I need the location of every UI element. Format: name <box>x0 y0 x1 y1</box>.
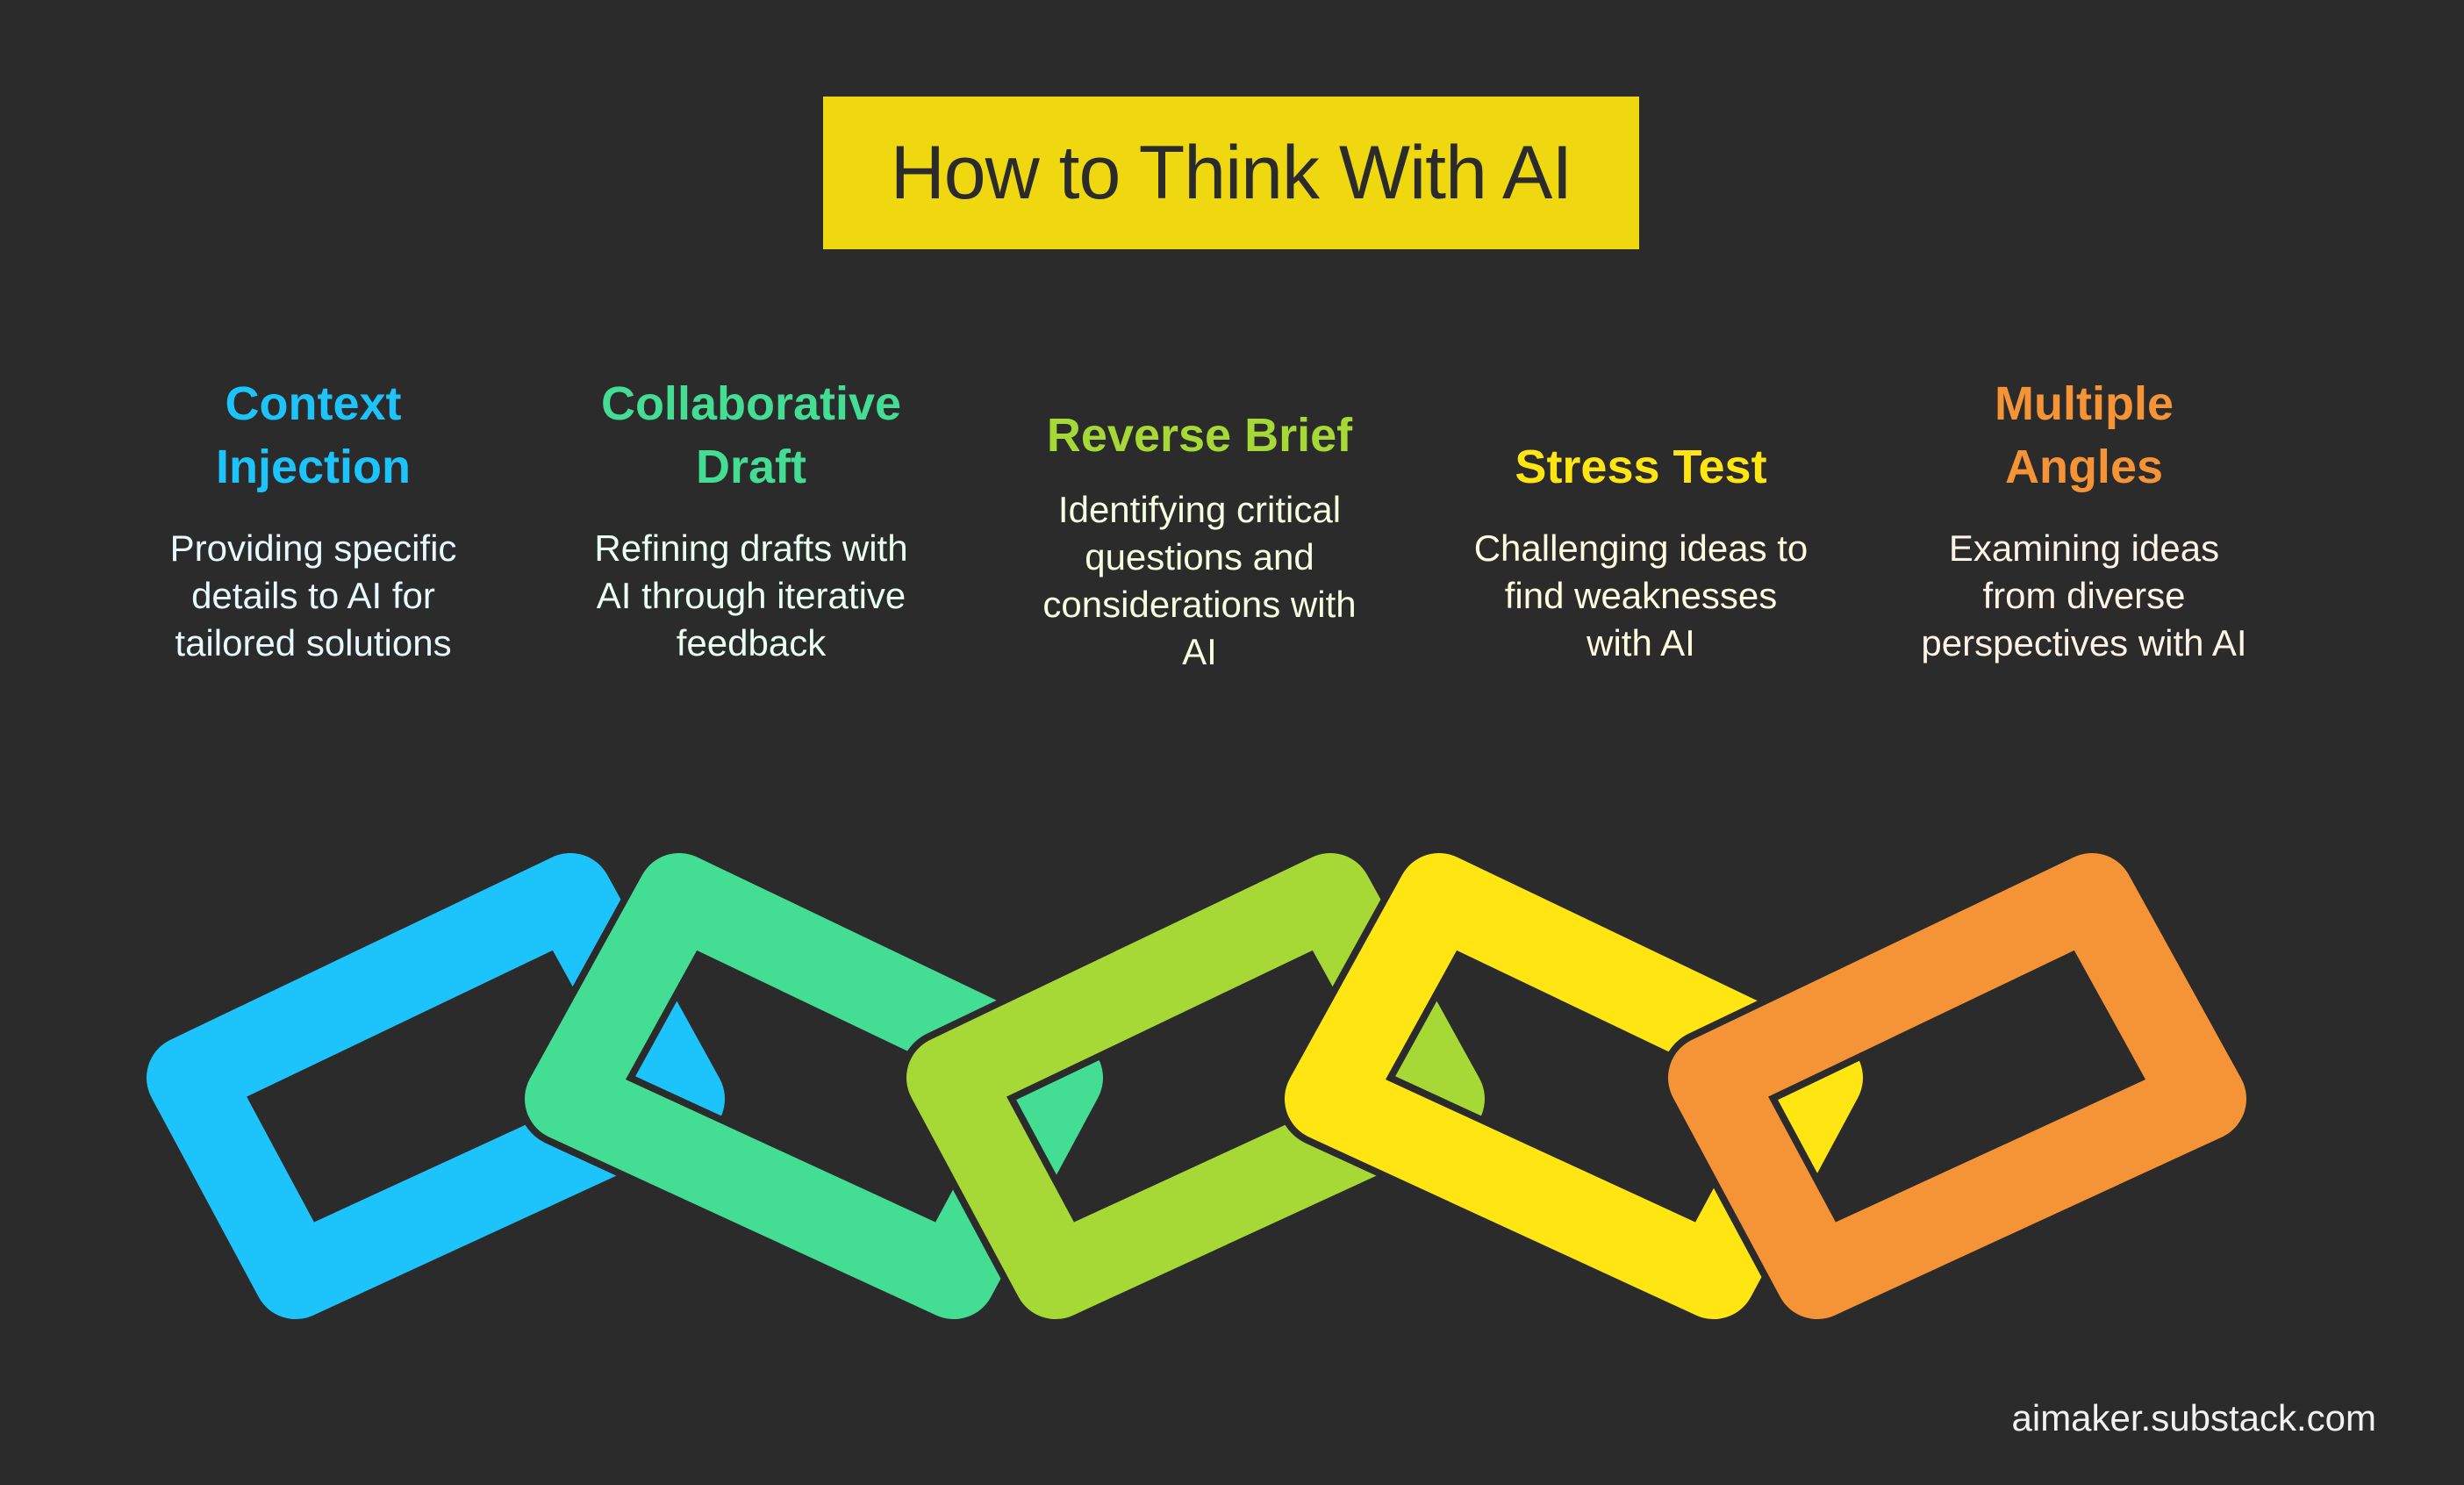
step-description: Providing specific details to AI for tai… <box>169 527 457 664</box>
title-banner: How to Think With AI <box>823 97 1639 249</box>
step-description: Examining ideas from diverse perspective… <box>1921 527 2247 664</box>
step-description: Challenging ideas to find weaknesses wit… <box>1473 527 1809 664</box>
page-title: How to Think With AI <box>890 130 1573 215</box>
step-multiple-angles: Multiple Angles Examining ideas from div… <box>1882 372 2286 667</box>
step-description: Identifying critical questions and consi… <box>1042 489 1357 672</box>
source-url: aimaker.substack.com <box>2011 1397 2377 1438</box>
chain-link-orange <box>1710 895 2204 1277</box>
step-reverse-brief: Reverse Brief Identifying critical quest… <box>998 404 1401 676</box>
step-context-injection: Context Injection Providing specific det… <box>111 372 515 667</box>
step-title: Multiple Angles <box>1995 377 2174 493</box>
step-title: Collaborative Draft <box>600 377 902 493</box>
step-title: Reverse Brief <box>1046 409 1353 462</box>
step-stress-test: Stress Test Challenging ideas to find we… <box>1439 435 1843 667</box>
step-title: Stress Test <box>1515 441 1767 493</box>
step-description: Refining drafts with AI through iterativ… <box>594 527 908 664</box>
step-collaborative-draft: Collaborative Draft Refining drafts with… <box>549 372 953 667</box>
step-title: Context Injection <box>215 377 411 493</box>
